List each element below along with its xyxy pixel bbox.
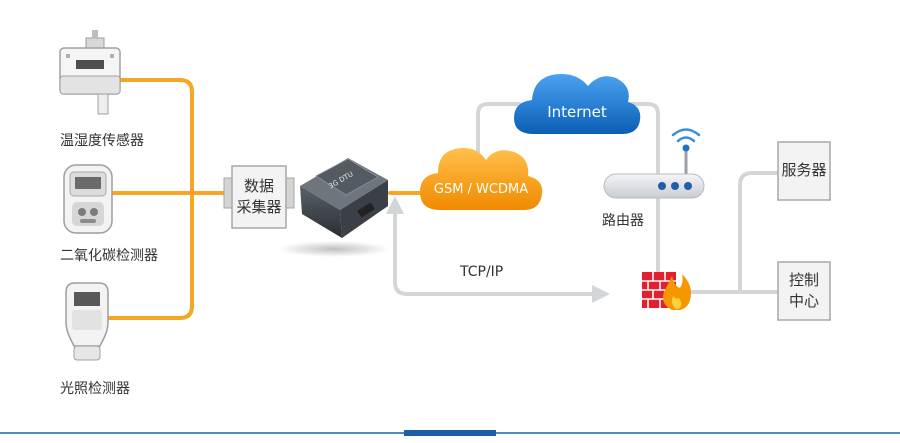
sensor-label-co2: 二氧化碳检测器 [60, 248, 158, 264]
router-label: 路由器 [602, 213, 644, 229]
gsm-cloud-icon [420, 148, 543, 210]
temperature-humidity-sensor-icon [59, 30, 121, 115]
network-links [393, 102, 780, 296]
light-detector-icon [65, 282, 109, 361]
router-icon [603, 150, 705, 199]
firewall-icon [642, 272, 691, 310]
arrow-right-icon [592, 285, 610, 303]
data-collector-line-1: 数据 [243, 177, 274, 195]
internet-cloud-icon [514, 74, 641, 134]
internet-cloud-label: Internet [547, 103, 607, 121]
sensor-label-light: 光照检测器 [60, 381, 130, 397]
control-center-line-1: 控制 [788, 271, 819, 289]
control-center-box [777, 261, 831, 321]
wifi-signal-icon [671, 128, 701, 152]
sensor-label-temperature-humidity: 温湿度传感器 [60, 133, 144, 149]
dtu-device-icon: 3G DTU [278, 158, 390, 257]
data-collector-label: 数据 采集器 [232, 176, 286, 218]
server-box [777, 141, 831, 201]
server-label: 服务器 [781, 161, 827, 179]
arrow-up-icon [386, 196, 404, 214]
gsm-cloud-label: GSM / WCDMA [433, 182, 529, 197]
footer-line-accent [404, 430, 496, 436]
co2-detector-icon [63, 164, 113, 234]
control-center-label: 控制 中心 [778, 270, 830, 312]
data-collector-icon [223, 165, 295, 229]
data-collector-line-2: 采集器 [236, 198, 282, 216]
protocol-label: TCP/IP [460, 264, 504, 280]
control-center-line-2: 中心 [788, 292, 819, 310]
